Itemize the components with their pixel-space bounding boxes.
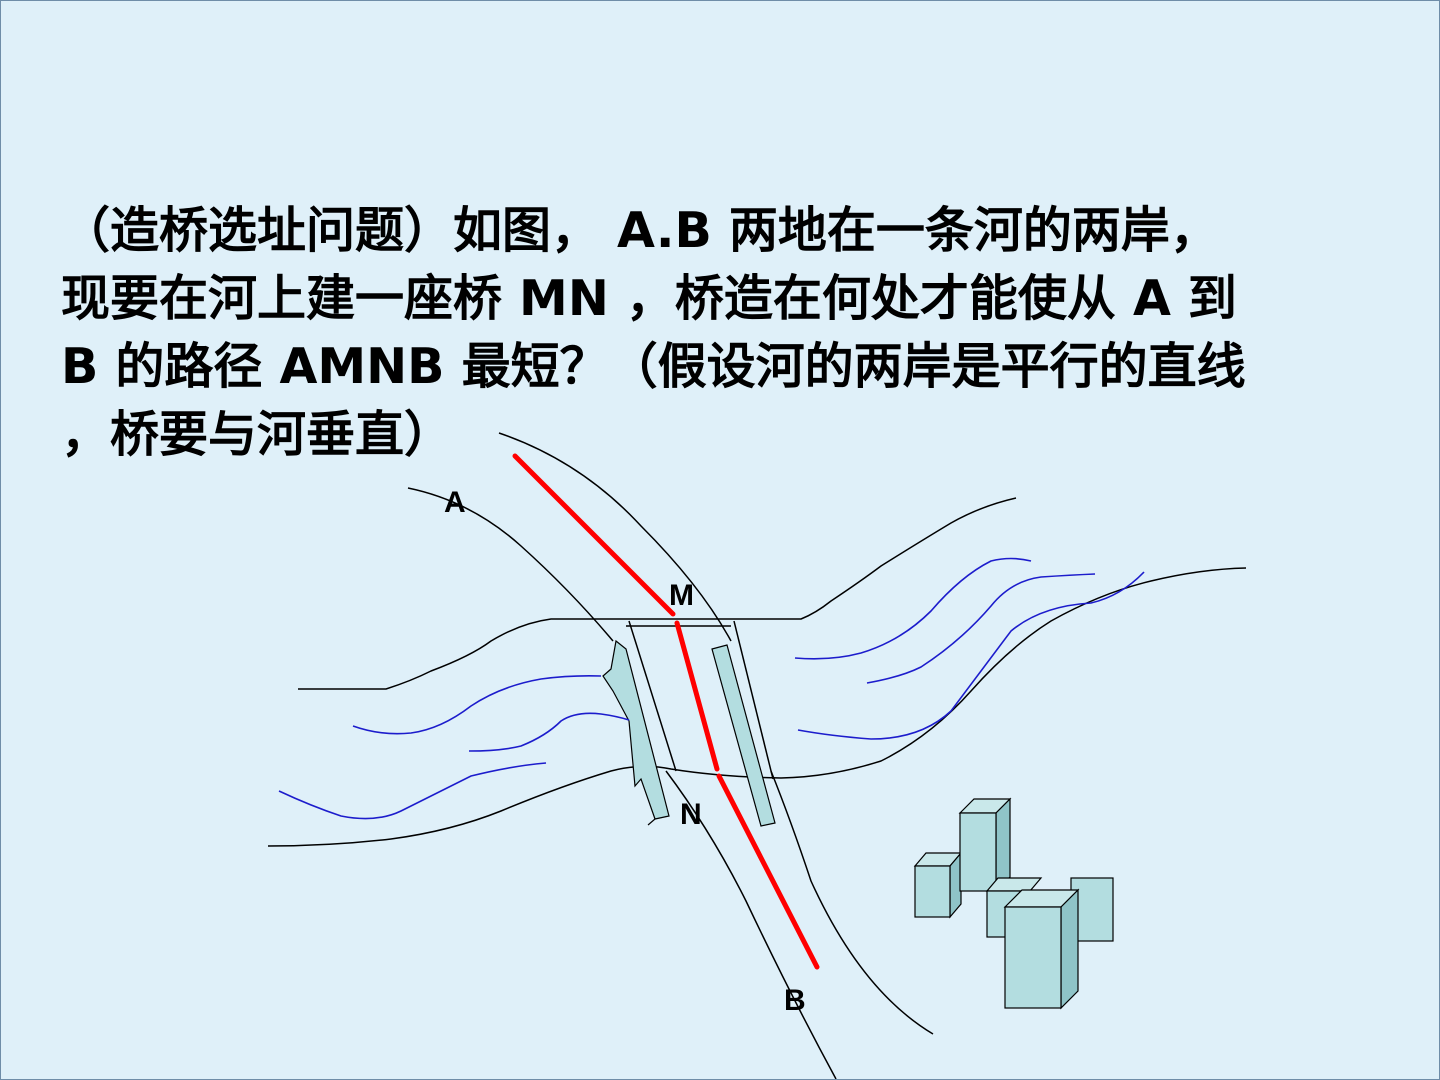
building-tall-back bbox=[958, 797, 1012, 893]
railing-right bbox=[711, 644, 776, 827]
bridge-railings bbox=[602, 639, 776, 827]
point-label-b: B bbox=[784, 984, 806, 1017]
path-segment-mn bbox=[674, 620, 720, 772]
point-label-m: M bbox=[669, 579, 694, 612]
ripple-1 bbox=[352, 675, 602, 735]
bridge-deck-left bbox=[628, 620, 677, 772]
building-small-left bbox=[913, 851, 963, 919]
railing-left-foot bbox=[647, 818, 656, 826]
bridge-deck-right bbox=[733, 620, 774, 780]
shortest-path bbox=[512, 453, 820, 970]
problem-line-2: 现要在河上建一座桥 MN ，桥造在何处才能使从 A 到 bbox=[61, 270, 1237, 327]
path-segment-nb bbox=[716, 773, 820, 970]
problem-line-3: B 的路径 AMNB 最短？（假设河的两岸是平行的直线 bbox=[61, 338, 1246, 395]
ripple-5 bbox=[866, 573, 1096, 684]
point-label-a: A bbox=[444, 486, 466, 519]
road-edge-left-bottom bbox=[665, 770, 837, 1079]
ripple-4 bbox=[794, 557, 1032, 660]
river-bank-upper bbox=[298, 497, 1017, 690]
road-edge-right-top bbox=[498, 432, 732, 642]
river-bank-lower bbox=[267, 567, 1247, 847]
problem-line-4: ，桥要与河垂直） bbox=[61, 406, 454, 463]
problem-statement: （造桥选址问题）如图， A.B 两地在一条河的两岸， 现要在河上建一座桥 MN … bbox=[61, 197, 1391, 469]
ripple-3 bbox=[278, 762, 547, 820]
road-edge-right-bottom bbox=[770, 770, 934, 1035]
railing-left bbox=[602, 639, 670, 820]
building-front bbox=[1003, 888, 1080, 1010]
buildings bbox=[913, 797, 1114, 1010]
river-banks bbox=[267, 497, 1247, 847]
road-edges bbox=[407, 432, 934, 1079]
point-label-n: N bbox=[680, 798, 702, 831]
problem-line-1: （造桥选址问题）如图， A.B 两地在一条河的两岸， bbox=[61, 202, 1219, 259]
ripple-6 bbox=[797, 571, 1145, 740]
road-edge-left-top bbox=[407, 487, 614, 642]
path-segment-am bbox=[512, 453, 676, 617]
ripple-2 bbox=[468, 712, 630, 752]
water-ripples bbox=[278, 557, 1145, 820]
